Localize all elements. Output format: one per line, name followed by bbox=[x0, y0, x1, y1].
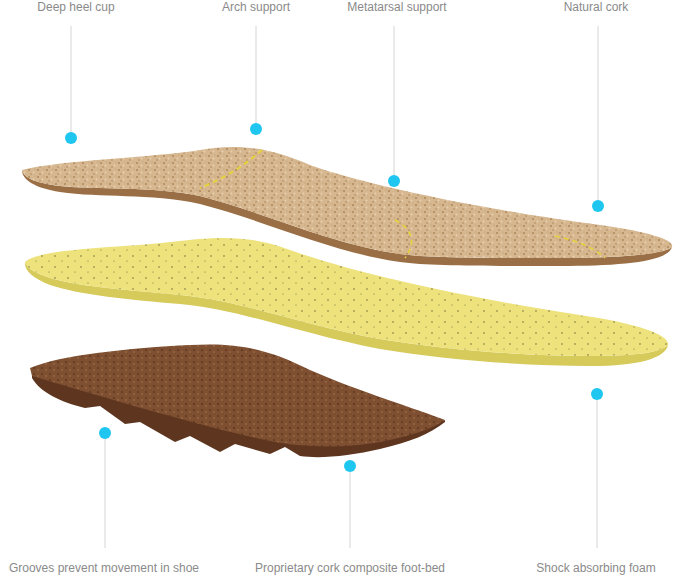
part-label: Grooves prevent movement in shoe bbox=[9, 561, 199, 575]
leader-line bbox=[105, 439, 106, 548]
callout-dot bbox=[388, 175, 400, 187]
callout-dot bbox=[65, 132, 77, 144]
callout-dot bbox=[591, 388, 603, 400]
leader-line bbox=[350, 472, 351, 548]
metatarsal-support-line bbox=[395, 220, 412, 258]
callout-dot bbox=[344, 460, 356, 472]
arch-support-line bbox=[200, 150, 262, 188]
callout-dot bbox=[99, 427, 111, 439]
callout-dot bbox=[592, 200, 604, 212]
part-label: Natural cork bbox=[564, 0, 629, 14]
part-label: Shock absorbing foam bbox=[536, 561, 655, 575]
part-label: Proprietary cork composite foot-bed bbox=[255, 561, 445, 575]
leader-line bbox=[394, 26, 395, 175]
leader-line bbox=[256, 26, 257, 123]
cork-top-layer bbox=[22, 147, 672, 258]
cork-base-layer bbox=[30, 344, 445, 446]
leader-line bbox=[598, 26, 599, 200]
part-label: Metatarsal support bbox=[347, 0, 446, 14]
toe-ridge-line bbox=[555, 236, 605, 258]
leader-line bbox=[71, 26, 72, 132]
part-label: Arch support bbox=[222, 0, 290, 14]
part-label: Deep heel cup bbox=[37, 0, 114, 14]
leader-line bbox=[597, 400, 598, 548]
callout-dot bbox=[250, 123, 262, 135]
